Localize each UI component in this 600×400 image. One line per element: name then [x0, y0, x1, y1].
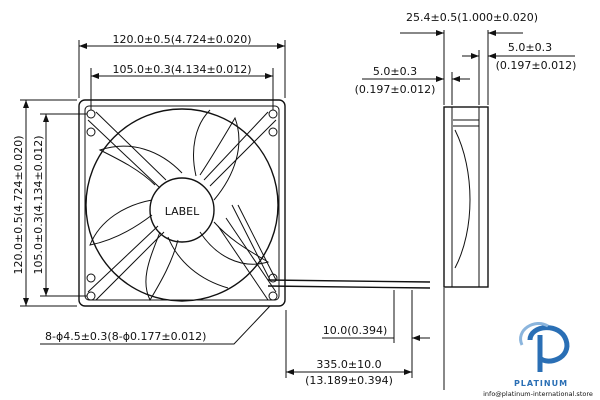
wire-length-mm: 335.0±10.0 [316, 358, 381, 371]
fan-front-view: LABEL [78, 99, 431, 307]
contact-email: info@platinum-international.store [483, 390, 593, 398]
hub-label: LABEL [165, 205, 200, 218]
fan-side-view: 25.4±0.5(1.000±0.020) 5.0±0.3 (0.197±0.0… [355, 11, 577, 288]
flange-left-in: (0.197±0.012) [355, 83, 436, 96]
front-dimensions: 120.0±0.5(4.724±0.020) 105.0±0.3(4.134±0… [12, 33, 286, 345]
height-holes-dim: 105.0±0.3(4.134±0.012) [32, 136, 45, 275]
wire-channel [231, 204, 277, 281]
fan-frame [78, 99, 286, 307]
wire-dimensions: 10.0(0.394) 335.0±10.0 (13.189±0.394) [285, 288, 445, 390]
width-outer-dim: 120.0±0.5(4.724±0.020) [113, 33, 252, 46]
holes-dim: 8-ϕ4.5±0.3(8-ϕ0.177±0.012) [45, 330, 206, 343]
flange-left-mm: 5.0±0.3 [373, 65, 417, 78]
support-struts [87, 111, 277, 301]
width-holes-dim: 105.0±0.3(4.134±0.012) [113, 63, 252, 76]
strip-length-dim: 10.0(0.394) [323, 324, 388, 337]
mounting-holes [86, 109, 278, 301]
depth-dim: 25.4±0.5(1.000±0.020) [406, 11, 538, 24]
height-outer-dim: 120.0±0.5(4.724±0.020) [12, 136, 25, 275]
platinum-logo: PLATINUM info@platinum-international.sto… [483, 321, 593, 398]
fan-blades [89, 109, 270, 302]
wire-length-in: (13.189±0.394) [305, 374, 393, 387]
hub [149, 177, 215, 243]
logo-brand: PLATINUM [514, 379, 568, 388]
flange-right-in: (0.197±0.012) [496, 59, 577, 72]
fan-opening [85, 108, 279, 302]
flange-right-mm: 5.0±0.3 [508, 41, 552, 54]
lead-wire [267, 279, 431, 289]
logo-p-icon [527, 325, 570, 364]
